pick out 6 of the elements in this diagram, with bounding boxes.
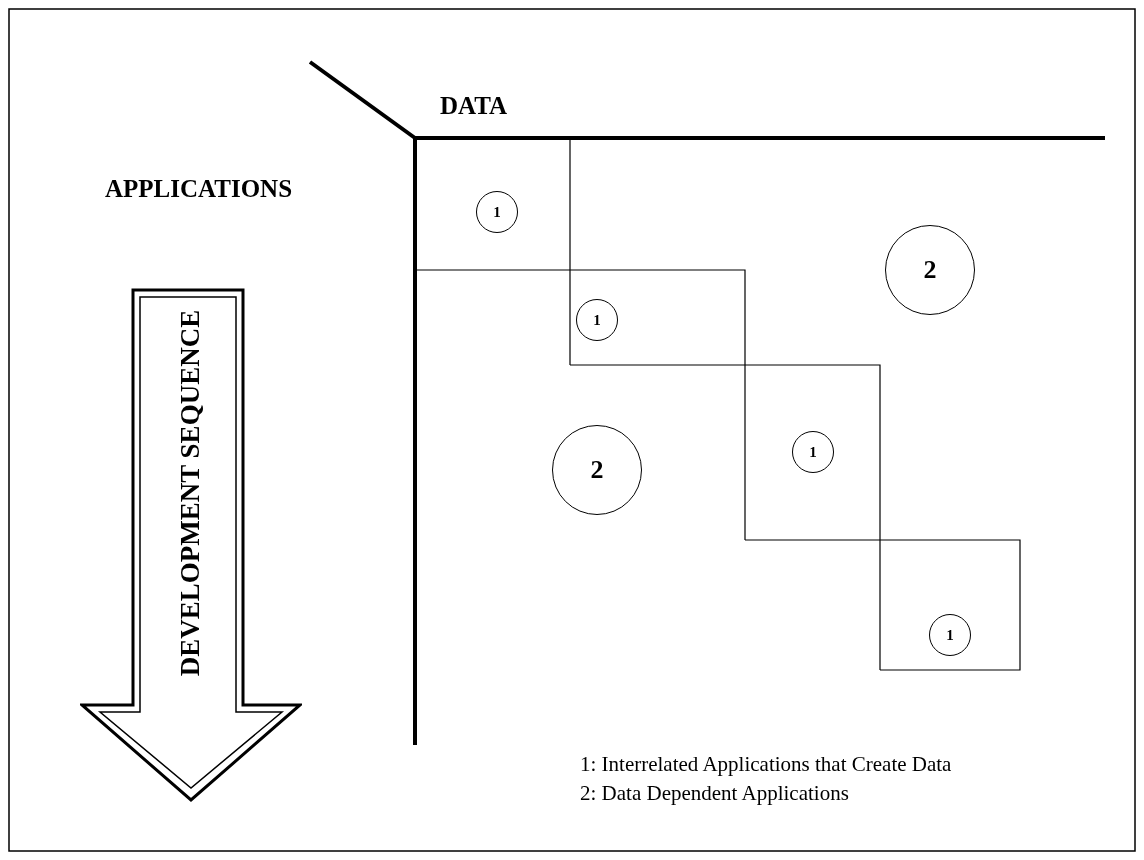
legend-text: 2: Data Dependent Applications (580, 781, 849, 806)
axis-label: DATA (440, 92, 508, 120)
legend-text: 1: Interrelated Applications that Create Data (580, 752, 952, 777)
arrow-label: DEVELOPMENT SEQUENCE (175, 308, 207, 679)
axis-label: APPLICATIONS (105, 175, 293, 203)
down-arrow (80, 288, 302, 802)
